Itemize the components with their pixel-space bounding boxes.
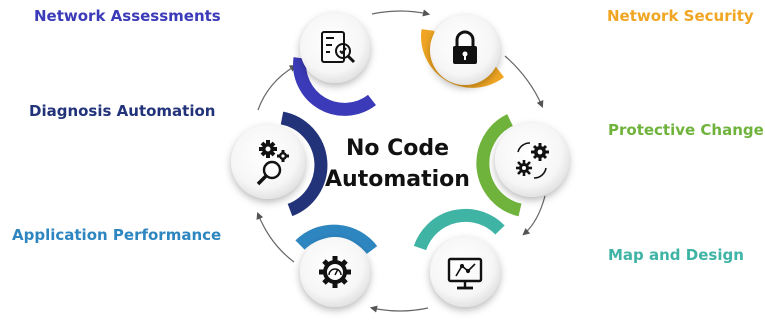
- node-application-performance: [300, 237, 370, 307]
- lock-icon: [453, 30, 477, 64]
- arrow-security-to-protective: [504, 55, 544, 108]
- node-map-and-design: [430, 237, 500, 307]
- arc-map-and-design: [413, 208, 505, 251]
- center-title: No Code Automation: [300, 133, 495, 195]
- center-title-line1: No Code: [345, 136, 450, 161]
- cycle-arrows: [256, 9, 546, 313]
- arc-application-performance: [295, 224, 378, 255]
- arrow-protective-to-map: [522, 195, 546, 236]
- center-title-line2: Automation: [325, 167, 470, 192]
- arc-network-assessments: [293, 57, 376, 116]
- arc-diagnosis-automation: [280, 111, 328, 217]
- monitor-diagram-icon: [447, 257, 483, 290]
- node-network-assessments: [300, 13, 370, 83]
- arrow-map-to-performance: [369, 305, 429, 313]
- label-network-security: Network Security: [607, 7, 754, 25]
- checklist-magnifier-icon: [321, 31, 356, 64]
- label-diagnosis-automation: Diagnosis Automation: [29, 102, 216, 120]
- node-diagnosis-automation: [231, 125, 305, 199]
- label-application-performance: Application Performance: [12, 226, 222, 244]
- label-network-assessments: Network Assessments: [34, 7, 221, 25]
- arc-bands: [280, 29, 522, 255]
- arc-protective-change: [476, 114, 522, 217]
- arrow-diagnosis-to-assessments: [257, 64, 297, 111]
- arrow-assessments-to-security: [371, 9, 431, 17]
- node-network-security: [430, 15, 500, 85]
- gears-cycle-icon: [516, 142, 549, 179]
- gear-gauge-icon: [319, 256, 351, 288]
- node-protective-change: [495, 123, 569, 197]
- label-map-and-design: Map and Design: [608, 246, 744, 264]
- arrow-performance-to-diagnosis: [256, 211, 295, 263]
- label-protective-change: Protective Change: [608, 121, 764, 139]
- gears-magnifier-icon: [256, 140, 289, 186]
